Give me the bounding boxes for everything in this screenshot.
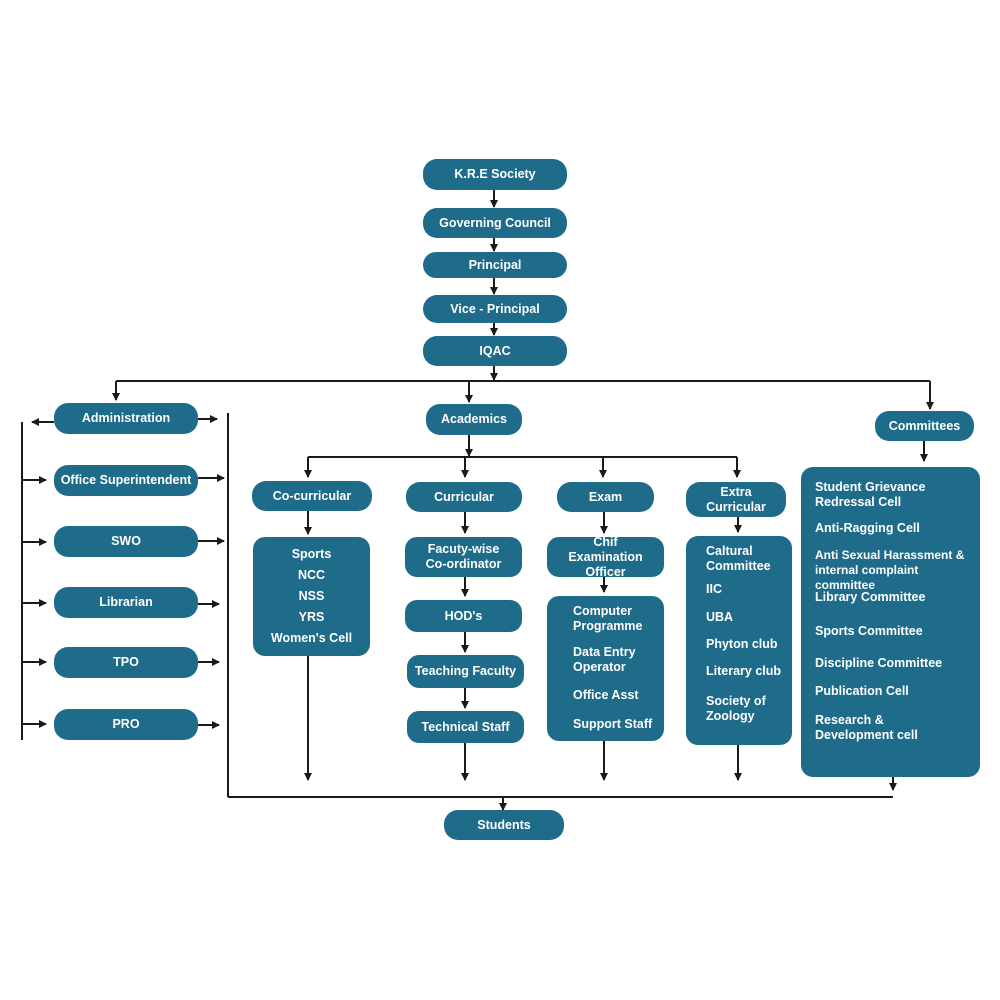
node-tpo: TPO <box>54 647 198 678</box>
list-item-iic: IIC <box>706 582 722 596</box>
list-item-grievance-cell: Student Grievance Redressal Cell <box>815 480 926 509</box>
node-teaching-faculty: Teaching Faculty <box>407 655 524 688</box>
list-item-womens-cell: Women's Cell <box>270 631 353 645</box>
node-office-superintendent: Office Superintendent <box>54 465 198 496</box>
node-students: Students <box>444 810 564 840</box>
node-hods: HOD's <box>405 600 522 632</box>
node-governing-council: Governing Council <box>423 208 567 238</box>
list-item-society-of-zoology: Society of Zoology <box>706 694 766 723</box>
list-item-discipline-committee: Discipline Committee <box>815 656 943 670</box>
list-item-sports: Sports <box>291 547 332 561</box>
list-item-phyton-club: Phyton club <box>706 637 778 651</box>
node-pro: PRO <box>54 709 198 740</box>
node-librarian: Librarian <box>54 587 198 618</box>
list-item-anti-sexual-harassment: Anti Sexual Harassment & internal compla… <box>815 548 965 592</box>
list-item-anti-ragging-cell: Anti-Ragging Cell <box>815 521 920 535</box>
node-curricular: Curricular <box>406 482 522 512</box>
node-chief-exam-officer: Chif Examination Officer <box>547 535 664 579</box>
node-kre-society: K.R.E Society <box>423 159 567 190</box>
node-administration: Administration <box>54 403 198 434</box>
extra-curricular-list: Caltural Committee IIC UBA Phyton club L… <box>686 536 792 745</box>
list-item-uba: UBA <box>706 610 734 624</box>
list-item-research-development-cell: Research & Development cell <box>815 713 918 742</box>
list-item-sports-committee: Sports Committee <box>815 624 923 638</box>
list-item-library-committee: Library Committee <box>815 590 926 604</box>
node-committees: Committees <box>875 411 974 441</box>
co-curricular-list: Sports NCC NSS YRS Women's Cell <box>253 537 370 656</box>
list-item-publication-cell: Publication Cell <box>815 684 909 698</box>
list-item-computer-programme: Computer Programme <box>573 604 643 633</box>
list-item-office-asst: Office Asst <box>573 688 639 702</box>
exam-staff-list: Computer Programme Data Entry Operator O… <box>547 596 664 741</box>
node-principal: Principal <box>423 252 567 278</box>
node-iqac: IQAC <box>423 336 567 366</box>
node-faculty-coordinator: Facuty-wise Co-ordinator <box>405 537 522 577</box>
list-item-ncc: NCC <box>297 568 326 582</box>
node-co-curricular: Co-curricular <box>252 481 372 511</box>
list-item-support-staff: Support Staff <box>573 717 653 731</box>
list-item-nss: NSS <box>298 589 325 603</box>
node-vice-principal: Vice - Principal <box>423 295 567 323</box>
list-item-data-entry-operator: Data Entry Operator <box>573 645 636 674</box>
node-swo: SWO <box>54 526 198 557</box>
node-extra-curricular: Extra Curricular <box>686 482 786 517</box>
list-item-caltural-committee: Caltural Committee <box>706 544 771 573</box>
list-item-literary-club: Literary club <box>706 664 782 678</box>
committees-list: Student Grievance Redressal Cell Anti-Ra… <box>801 467 980 777</box>
node-academics: Academics <box>426 404 522 435</box>
node-technical-staff: Technical Staff <box>407 711 524 743</box>
node-exam: Exam <box>557 482 654 512</box>
list-item-yrs: YRS <box>298 610 325 624</box>
